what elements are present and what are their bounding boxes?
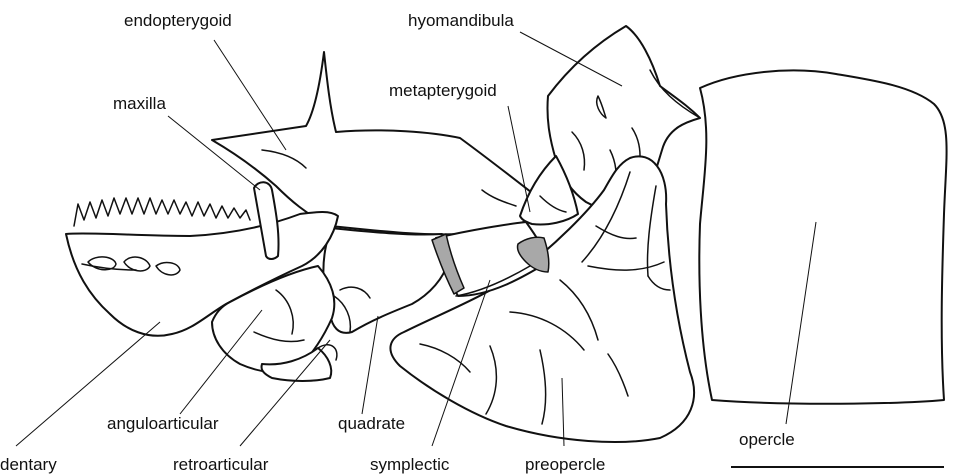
label-maxilla: maxilla bbox=[113, 94, 166, 113]
leader-quadrate bbox=[362, 316, 378, 414]
quadrate-bone bbox=[323, 228, 448, 333]
label-dentary: dentary bbox=[0, 455, 57, 474]
label-anguloarticular: anguloarticular bbox=[107, 414, 219, 433]
label-preopercle: preopercle bbox=[525, 455, 605, 474]
dentary-teeth bbox=[74, 198, 250, 226]
label-retroarticular: retroarticular bbox=[173, 455, 269, 474]
label-endopterygoid: endopterygoid bbox=[124, 11, 232, 30]
label-symplectic: symplectic bbox=[370, 455, 450, 474]
label-quadrate: quadrate bbox=[338, 414, 405, 433]
opercle-bone bbox=[699, 70, 946, 403]
label-metapterygoid: metapterygoid bbox=[389, 81, 497, 100]
label-hyomandibula: hyomandibula bbox=[408, 11, 514, 30]
label-opercle: opercle bbox=[739, 430, 795, 449]
